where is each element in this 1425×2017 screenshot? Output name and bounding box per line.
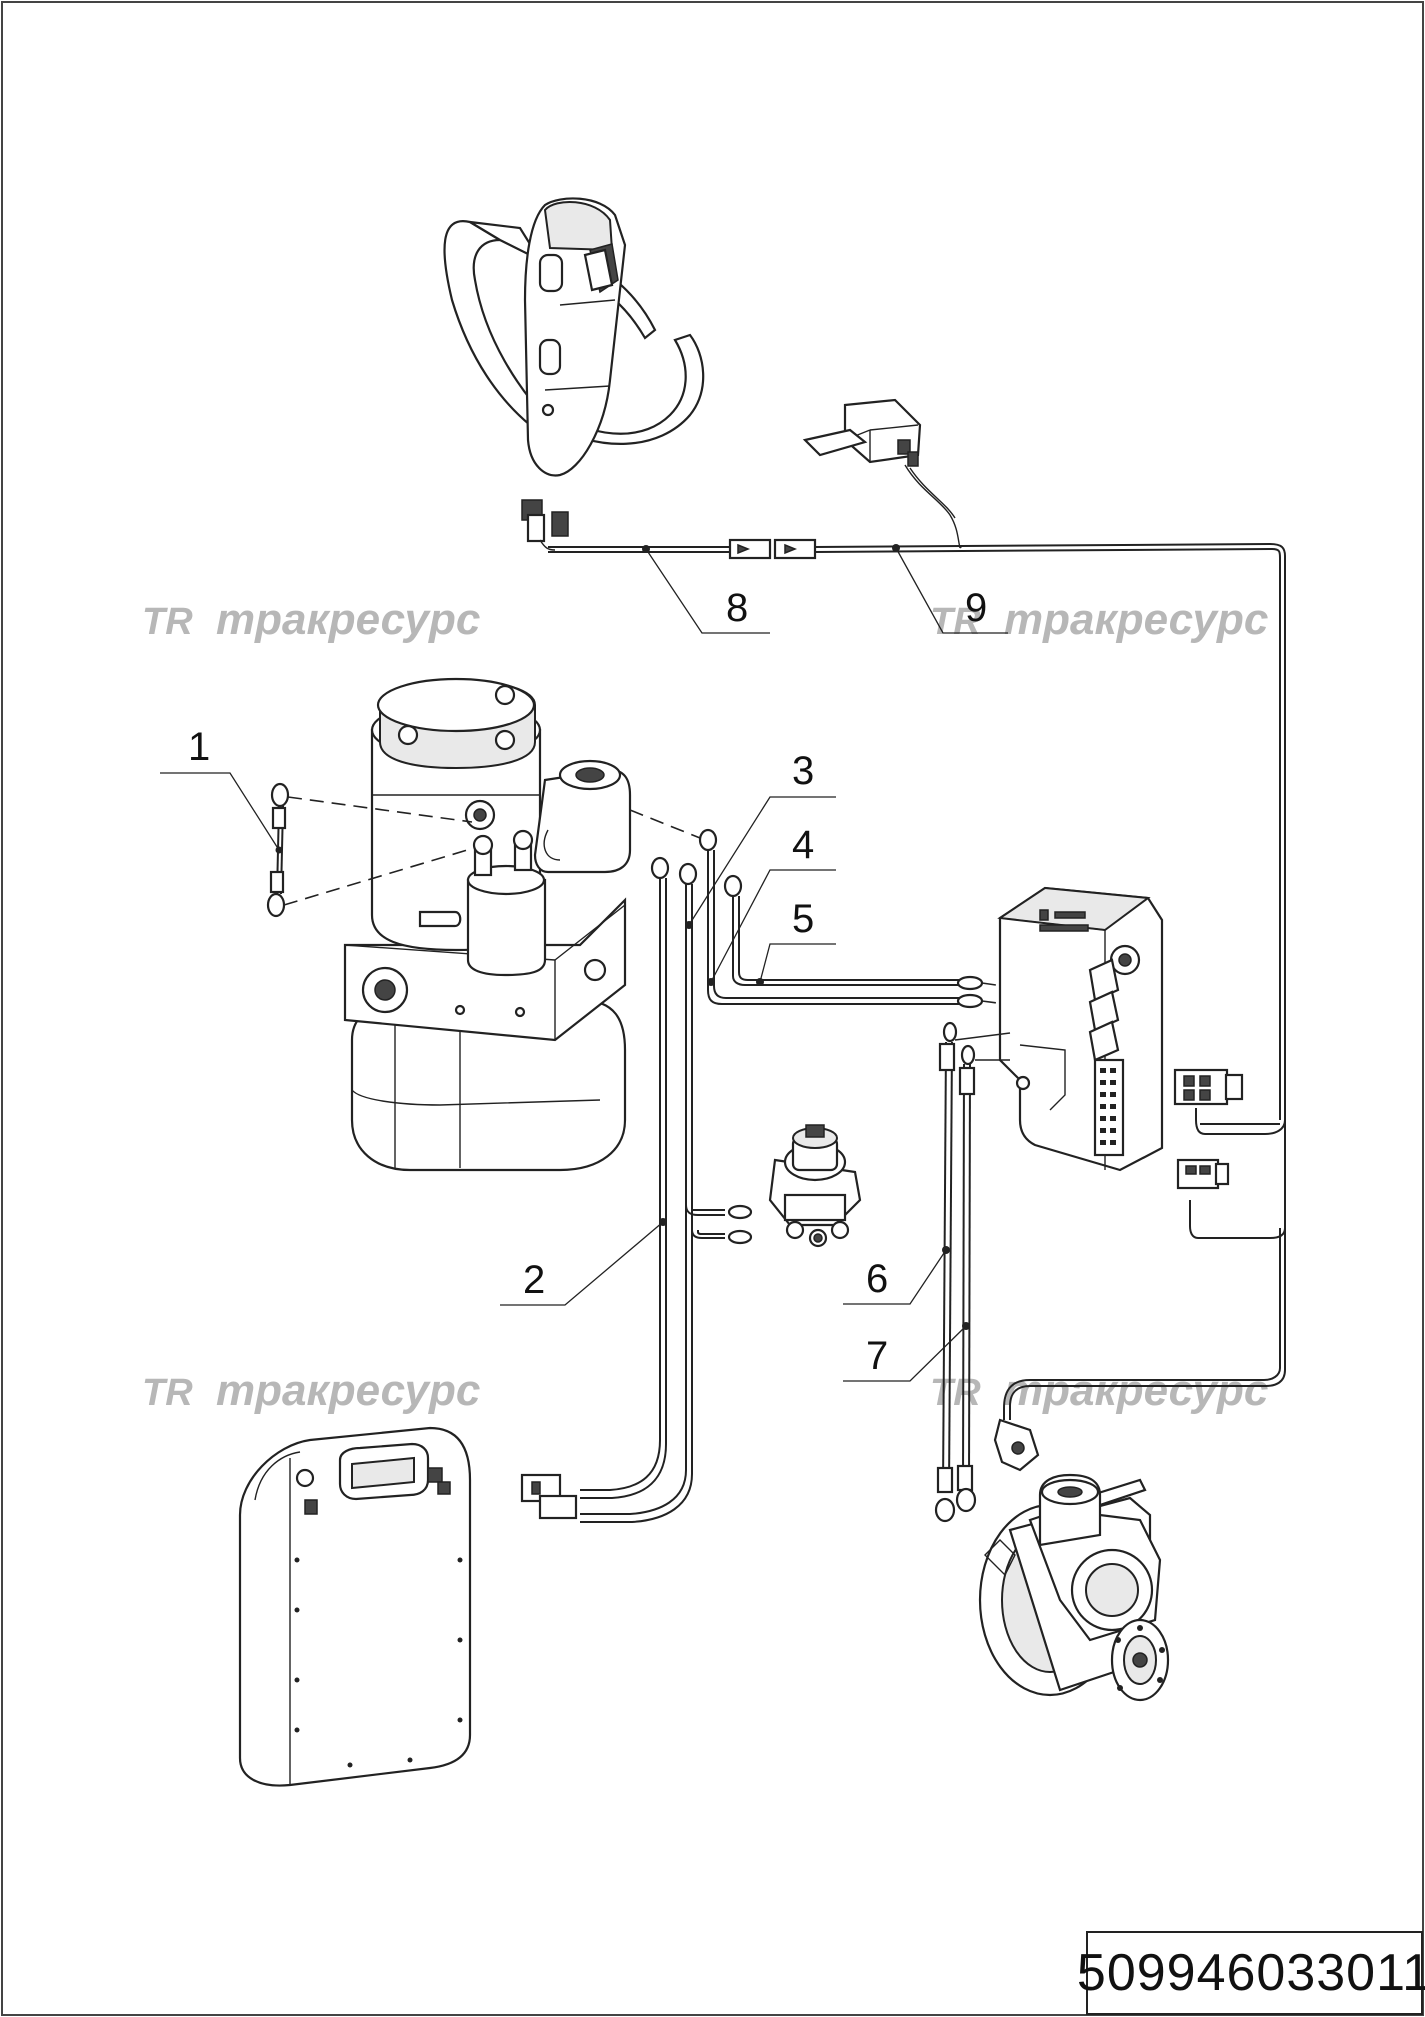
watermark: TR тракресурс (142, 595, 480, 644)
watermark-text: тракресурс (1004, 1366, 1268, 1415)
callout-number: 8 (726, 586, 748, 630)
watermark: TR тракресурс (930, 1366, 1268, 1415)
callout-number: 4 (792, 823, 814, 867)
callout-number: 2 (523, 1258, 545, 1302)
watermark-logo: TR (142, 601, 193, 643)
harness-8-9 (521, 499, 1286, 1420)
cable-1 (266, 782, 475, 918)
part-number: 509946033011 (1077, 1931, 1425, 2015)
watermark-logo: TR (930, 1372, 981, 1414)
callout-8: 8 (645, 548, 770, 634)
callout-5: 5 (759, 897, 836, 983)
battery-icon (238, 1426, 472, 1787)
callout-1: 1 (160, 725, 280, 851)
callout-3: 3 (688, 749, 836, 926)
watermark: TR тракресурс (142, 1366, 480, 1415)
callout-7: 7 (843, 1325, 967, 1382)
callout-6: 6 (843, 1249, 947, 1305)
callout-4: 4 (710, 823, 836, 983)
watermark: TR тракресурс (930, 595, 1268, 644)
cables-6-7 (934, 1021, 1011, 1523)
callout-number: 9 (965, 586, 987, 630)
micro-switch-icon (802, 398, 961, 549)
callout-number: 3 (792, 749, 814, 793)
hydraulic-pump-unit-icon (343, 677, 632, 1172)
controller-icon (997, 886, 1244, 1190)
tiller-handle-icon (443, 197, 705, 477)
watermark-text: тракресурс (216, 1366, 480, 1415)
callout-2: 2 (500, 1221, 664, 1306)
callout-number: 7 (866, 1334, 888, 1378)
watermark-text: тракресурс (1004, 595, 1268, 644)
key-switch-icon (768, 1124, 862, 1248)
callout-number: 6 (866, 1257, 888, 1301)
watermark-text: тракресурс (216, 595, 480, 644)
callout-9: 9 (895, 547, 1008, 634)
watermark-logo: TR (930, 601, 981, 643)
callout-number: 1 (188, 725, 210, 769)
callout-number: 5 (792, 897, 814, 941)
drive-motor-icon (978, 1418, 1170, 1702)
watermark-logo: TR (142, 1372, 193, 1414)
